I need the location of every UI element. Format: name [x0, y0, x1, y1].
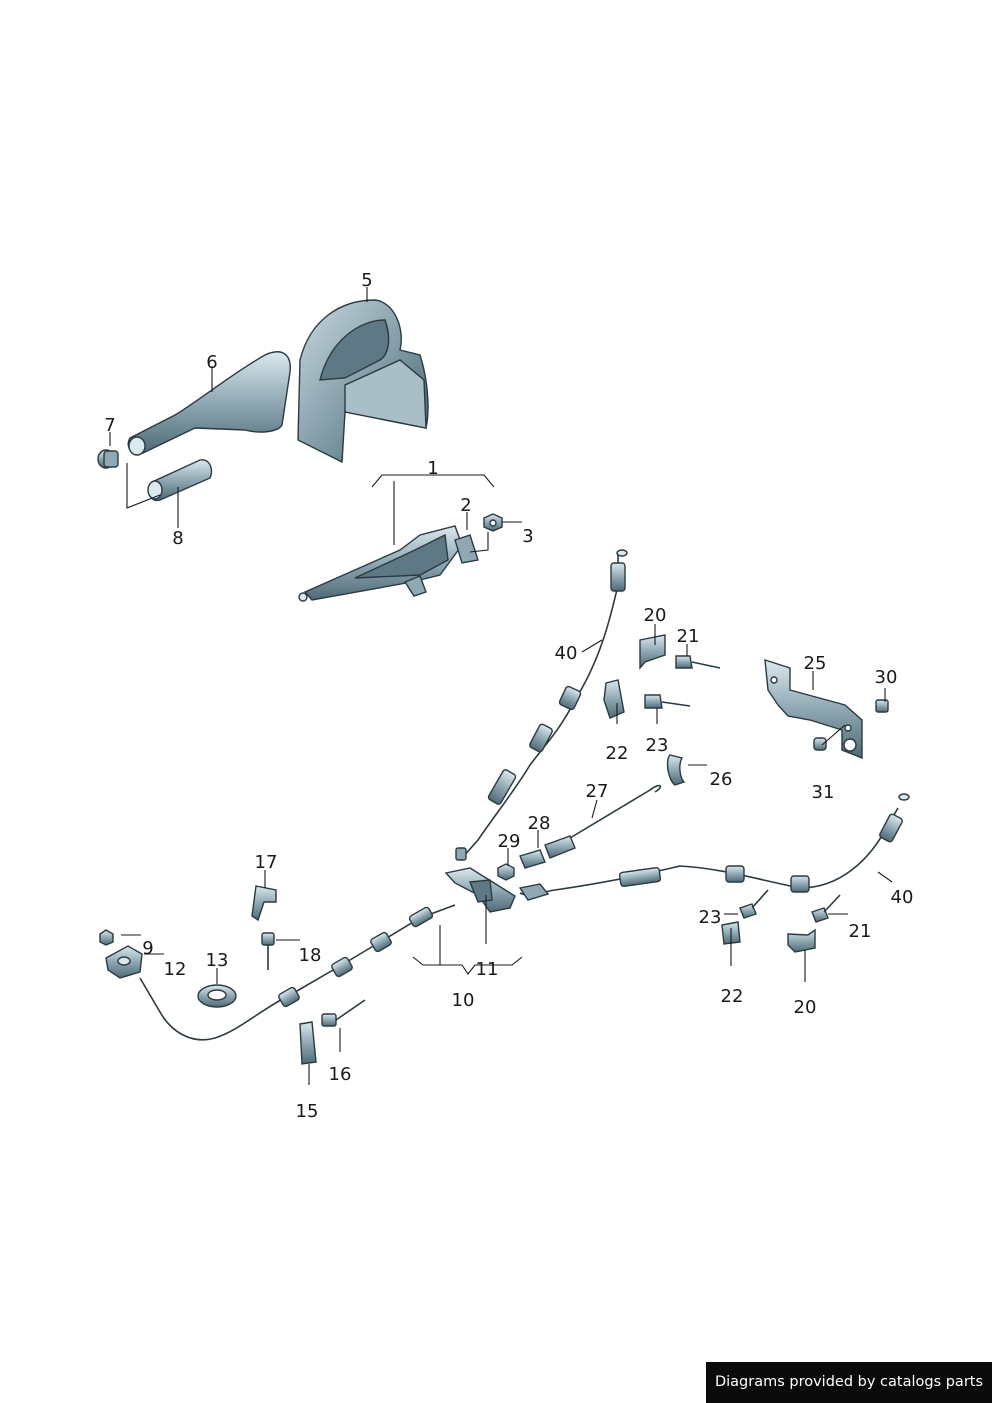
callout-40-right: 40	[891, 887, 914, 908]
end-cap-part	[97, 449, 119, 469]
nut-9-part	[99, 929, 114, 946]
leader-lines	[109, 287, 893, 1085]
callout-23-upper: 23	[646, 735, 669, 756]
mounting-bracket-part	[764, 659, 863, 760]
watermark-banner: Diagrams provided by catalogs parts	[706, 1362, 992, 1403]
callout-15: 15	[296, 1101, 319, 1122]
callout-28: 28	[528, 813, 551, 834]
callout-3: 3	[522, 526, 533, 547]
upper-bolt-23-part	[644, 694, 691, 709]
callout-5: 5	[361, 270, 372, 291]
callout-22-lower: 22	[721, 986, 744, 1007]
callout-9: 9	[142, 938, 153, 959]
callout-2: 2	[460, 495, 471, 516]
callout-16: 16	[329, 1064, 352, 1085]
callout-7: 7	[104, 415, 115, 436]
callout-labels: 5 6 7 8 1 2 3 40 20 21 22 23 25 30 31 26…	[104, 270, 913, 1122]
handbrake-handle-grip-part	[127, 351, 291, 456]
callout-31: 31	[812, 782, 835, 803]
callout-40-upper: 40	[555, 643, 578, 664]
callout-10: 10	[452, 990, 475, 1011]
screw-30-part	[875, 699, 889, 713]
callout-8: 8	[172, 528, 183, 549]
left-brake-cable-part	[139, 904, 456, 1041]
callout-13: 13	[206, 950, 229, 971]
console-cover-part	[297, 299, 429, 464]
bolt-18-part	[261, 932, 275, 970]
upper-bracket-20-part	[639, 634, 666, 670]
nut-31-part	[813, 737, 827, 751]
callout-23-lower: 23	[699, 907, 722, 928]
lower-bolt-23-part	[739, 889, 769, 919]
lower-bracket-20-part	[787, 928, 816, 953]
upper-brake-cable-part	[455, 549, 628, 861]
callout-20-upper: 20	[644, 605, 667, 626]
callout-22-upper: 22	[606, 743, 629, 764]
leader-7-8	[126, 463, 161, 509]
callout-20-lower: 20	[794, 997, 817, 1018]
upper-bolt-21-part	[675, 655, 721, 669]
callout-17: 17	[255, 852, 278, 873]
callout-27: 27	[586, 781, 609, 802]
callout-1: 1	[427, 458, 438, 479]
callout-30: 30	[875, 667, 898, 688]
leader-3	[469, 532, 489, 553]
mount-12-part	[105, 945, 143, 979]
lower-bolt-21-part	[811, 894, 841, 923]
leader-31	[821, 724, 846, 746]
adjuster-spring-part	[497, 835, 576, 881]
callout-11: 11	[476, 959, 499, 980]
grommet-13-part	[197, 984, 237, 1008]
callout-29: 29	[498, 831, 521, 852]
right-brake-cable-part	[518, 793, 910, 901]
upper-clip-22-part	[603, 679, 625, 719]
callout-12: 12	[164, 959, 187, 980]
tension-rod-part	[569, 784, 662, 839]
callout-6: 6	[206, 352, 217, 373]
callout-26: 26	[710, 769, 733, 790]
wire-clip-26-part	[666, 754, 686, 786]
callout-18: 18	[299, 945, 322, 966]
callout-21-lower: 21	[849, 921, 872, 942]
bracket-17-part	[251, 885, 277, 922]
bolt-16-part	[321, 999, 366, 1027]
hex-nut-part	[483, 513, 503, 532]
grip-sleeve-part	[147, 459, 213, 502]
callout-25: 25	[804, 653, 827, 674]
clip-15-part	[299, 1021, 317, 1065]
callout-21-upper: 21	[677, 626, 700, 647]
handbrake-lever-assembly-part	[298, 525, 479, 602]
